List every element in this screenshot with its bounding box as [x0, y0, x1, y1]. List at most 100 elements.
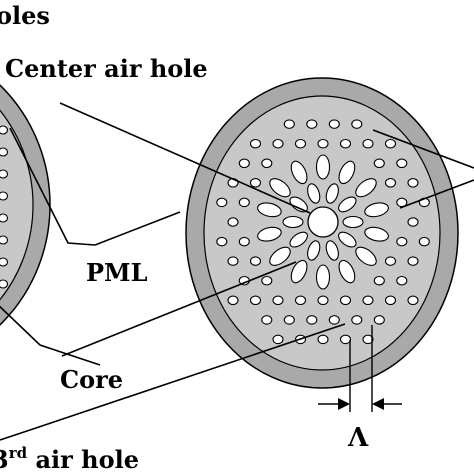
- circular-air-hole: [351, 315, 363, 325]
- circular-air-hole: [272, 295, 284, 306]
- air-holes-fragment-label: oles: [0, 1, 50, 30]
- circular-air-hole: [351, 119, 363, 129]
- circular-air-hole: [306, 119, 318, 129]
- elliptical-air-hole: [338, 196, 357, 213]
- circular-air-hole: [407, 295, 419, 306]
- elliptical-air-hole: [364, 202, 389, 218]
- circular-air-hole: [396, 275, 408, 286]
- center-air-hole: [307, 206, 339, 238]
- left-fiber-air-hole: [0, 279, 9, 289]
- circular-air-hole: [249, 295, 262, 306]
- pml-label: PML: [86, 258, 148, 287]
- circular-air-hole: [238, 158, 250, 169]
- circular-air-hole: [328, 119, 340, 129]
- pitch-arrow-right-head: [372, 398, 384, 410]
- elliptical-air-hole: [257, 226, 282, 242]
- left-fiber-air-hole: [0, 169, 9, 179]
- right-fiber: [185, 77, 459, 389]
- elliptical-air-hole: [290, 160, 308, 185]
- circular-air-hole: [294, 138, 307, 149]
- circular-air-hole: [272, 138, 284, 149]
- elliptical-air-hole: [325, 240, 339, 261]
- third-air-hole-text: air hole: [27, 445, 139, 474]
- circular-air-hole: [373, 158, 385, 169]
- circular-air-hole: [294, 295, 307, 306]
- circular-air-hole: [249, 256, 262, 266]
- elliptical-air-hole: [364, 226, 389, 242]
- elliptical-air-hole: [338, 259, 356, 284]
- circular-air-hole: [238, 236, 250, 247]
- elliptical-air-hole: [269, 178, 291, 198]
- circular-air-hole: [407, 256, 419, 266]
- circular-air-hole: [238, 197, 250, 208]
- circular-air-hole: [227, 217, 239, 227]
- circular-air-hole: [261, 158, 273, 169]
- elliptical-air-hole: [315, 264, 331, 290]
- pitch-marker: [318, 325, 402, 412]
- circular-air-hole: [384, 295, 397, 306]
- elliptical-air-hole: [290, 259, 308, 284]
- circular-air-hole: [362, 295, 374, 306]
- circular-air-hole: [317, 295, 329, 306]
- third-air-hole-label: 3rd air hole: [0, 444, 139, 474]
- elliptical-air-hole: [355, 246, 377, 266]
- circular-air-hole: [216, 236, 228, 247]
- left-fiber-air-hole: [0, 125, 9, 135]
- circular-air-hole: [362, 334, 374, 345]
- elliptical-air-hole: [289, 196, 308, 213]
- elliptical-air-holes: [257, 154, 389, 290]
- elliptical-air-hole: [315, 154, 331, 180]
- circular-air-hole: [339, 295, 352, 306]
- third-air-hole-prefix: 3: [0, 445, 9, 474]
- circular-air-hole: [339, 138, 352, 149]
- circular-air-hole: [407, 178, 419, 188]
- circular-air-hole: [227, 295, 239, 306]
- left-fiber-air-hole: [0, 191, 9, 201]
- pitch-label: Λ: [347, 423, 369, 453]
- circular-air-hole: [283, 119, 295, 129]
- circular-air-hole: [396, 236, 408, 247]
- circular-air-hole: [373, 315, 385, 325]
- elliptical-air-hole: [325, 183, 339, 204]
- elliptical-air-hole: [342, 215, 364, 229]
- circular-air-hole: [384, 178, 397, 188]
- pitch-arrow-left-head: [338, 398, 350, 410]
- elliptical-air-hole: [307, 240, 321, 261]
- elliptical-air-hole: [257, 202, 282, 218]
- circular-air-hole: [317, 334, 329, 345]
- left-fiber-air-hole: [0, 235, 9, 245]
- circular-air-hole: [306, 315, 318, 325]
- elliptical-air-hole: [338, 160, 356, 185]
- core-label: Core: [60, 365, 123, 394]
- circular-air-hole: [249, 178, 262, 188]
- circular-air-hole: [407, 217, 419, 227]
- leader-third-air-hole: [0, 429, 31, 441]
- left-fiber-air-hole: [0, 257, 9, 267]
- circular-air-hole: [328, 315, 340, 325]
- elliptical-air-hole: [307, 183, 321, 204]
- left-fiber-air-holes: [0, 125, 9, 289]
- circular-air-hole: [272, 334, 284, 345]
- leader-right-mid: [399, 179, 474, 209]
- circular-air-hole: [261, 275, 273, 286]
- circular-air-hole: [216, 197, 228, 208]
- circular-air-hole: [261, 315, 273, 325]
- circular-air-hole: [384, 138, 397, 149]
- elliptical-air-hole: [269, 246, 291, 266]
- elliptical-air-hole: [289, 231, 308, 248]
- elliptical-air-hole: [282, 215, 304, 229]
- circular-air-hole: [227, 256, 239, 266]
- circular-air-holes: [216, 119, 430, 345]
- circular-air-hole: [249, 138, 262, 149]
- left-fiber-air-hole: [0, 213, 9, 223]
- circular-air-hole: [339, 334, 352, 345]
- leader-right-top: [372, 129, 474, 169]
- third-air-hole-sup: rd: [9, 444, 28, 462]
- left-fiber-air-hole: [0, 147, 9, 157]
- circular-air-hole: [384, 256, 397, 266]
- circular-air-hole: [317, 138, 329, 149]
- leader-lines: [0, 102, 474, 441]
- circular-air-hole: [362, 138, 374, 149]
- circular-air-hole: [418, 236, 430, 247]
- leader-third-air-hole-2: [29, 323, 346, 431]
